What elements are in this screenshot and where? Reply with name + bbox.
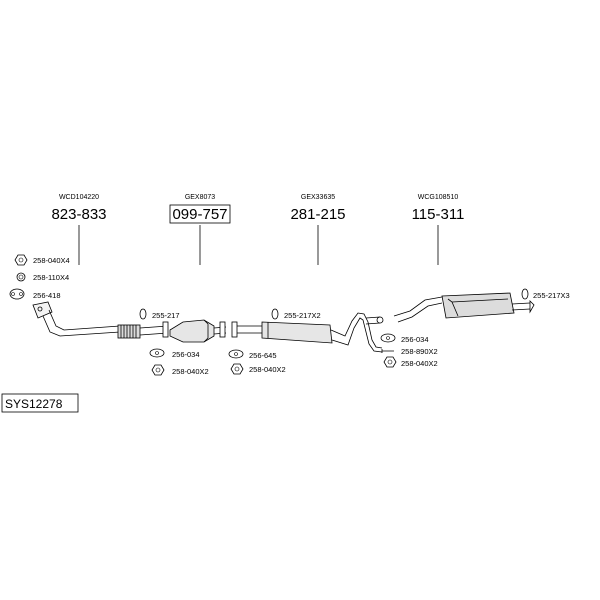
part-number-box	[169, 204, 231, 224]
supplier-code: WCD104220	[59, 194, 99, 201]
bolt-icon	[381, 349, 394, 353]
fitting-label: 256-034	[172, 350, 200, 359]
fitting-gasket[interactable]: 256-418	[9, 288, 61, 300]
part-number[interactable]: 115-311	[412, 206, 465, 223]
rubber-mount-icon	[139, 308, 147, 320]
supplier-code: GEX8073	[185, 194, 215, 201]
fitting-bolt[interactable]: 258-890X2	[381, 347, 438, 356]
fitting-gasket[interactable]: 256-034	[380, 333, 429, 344]
fitting-gasket[interactable]: 256-645	[228, 349, 277, 360]
fitting-label: 255-217X3	[533, 291, 570, 300]
system-code: SYS12278	[1, 393, 79, 413]
gasket-icon	[9, 288, 25, 300]
catalytic-converter-drawing	[169, 319, 227, 343]
rubber-mount-icon	[271, 308, 279, 320]
part-number[interactable]: 823-833	[51, 206, 106, 223]
middle-pipe-drawing	[231, 312, 384, 353]
system-code-text: SYS12278	[5, 397, 63, 411]
supplier-code: WCG108510	[418, 194, 459, 201]
fitting-label: 256-034	[401, 335, 429, 344]
front-pipe-drawing	[32, 301, 169, 339]
part-number[interactable]: 281-215	[290, 206, 345, 223]
fitting-nut[interactable]: 258-040X2	[230, 363, 286, 375]
fitting-label: 258-110X4	[33, 273, 69, 282]
fitting-washer[interactable]: 258-110X4	[16, 272, 69, 282]
fitting-label: 258-040X2	[172, 367, 209, 376]
fitting-label: 256-645	[249, 351, 277, 360]
fitting-rubber-mount[interactable]: 255-217X2	[271, 308, 321, 320]
flex-section	[117, 324, 141, 339]
group-middle-pipe[interactable]: GEX33635 281-215	[290, 194, 346, 265]
part-number[interactable]: 099-757	[172, 206, 227, 223]
fitting-rubber-mount[interactable]: 255-217	[139, 308, 180, 320]
rubber-mount-icon	[521, 288, 529, 300]
fitting-rubber-mount[interactable]: 255-217X3	[521, 288, 570, 300]
supplier-code: GEX33635	[301, 194, 335, 201]
fitting-label: 258-890X2	[401, 347, 438, 356]
fitting-nut[interactable]: 258-040X2	[383, 356, 438, 368]
fitting-label: 258-040X2	[249, 365, 286, 374]
system-code-box	[1, 393, 79, 413]
fitting-gasket[interactable]: 256-034	[149, 348, 200, 359]
fitting-label: 258-040X4	[33, 256, 70, 265]
fitting-label: 255-217	[152, 311, 180, 320]
group-catalytic-converter[interactable]: GEX8073 099-757	[169, 194, 231, 265]
fitting-label: 258-040X2	[401, 359, 438, 368]
group-front-pipe[interactable]: WCD104220 823-833	[51, 194, 107, 265]
group-rear-silencer[interactable]: WCG108510 115-311	[412, 194, 465, 265]
fitting-label: 255-217X2	[284, 311, 321, 320]
fitting-nut[interactable]: 258-040X2	[151, 364, 209, 376]
rear-silencer-drawing	[393, 292, 535, 323]
fitting-nut[interactable]: 258-040X4	[14, 254, 70, 266]
fitting-label: 256-418	[33, 291, 61, 300]
